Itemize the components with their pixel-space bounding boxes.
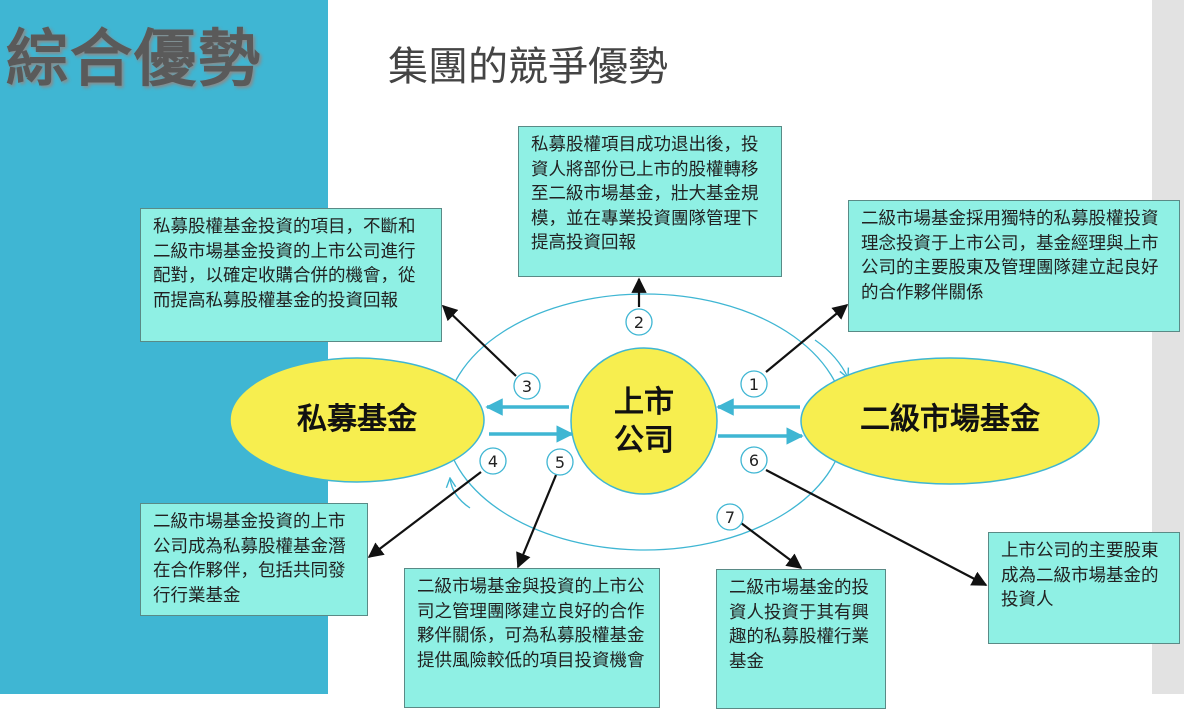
marker-1: 1	[740, 370, 768, 398]
callout-arrow-4	[367, 471, 482, 558]
listed-company-label-line1: 上市	[614, 385, 674, 420]
svg-text:5: 5	[555, 453, 565, 472]
listed-company-label-line2: 公司	[614, 423, 674, 458]
info-box-1: 二級市場基金採用獨特的私募股權投資理念投資于上市公司，基金經理與上市公司的主要股…	[848, 200, 1180, 332]
page-title: 綜合優勢	[6, 22, 263, 95]
info-box-6: 上市公司的主要股東成為二級市場基金的投資人	[988, 532, 1180, 644]
cycle-arrow-left	[450, 478, 471, 509]
marker-4: 4	[479, 447, 507, 475]
marker-5: 5	[546, 448, 574, 476]
marker-6: 6	[740, 446, 768, 474]
svg-text:2: 2	[634, 313, 644, 332]
info-box-7: 二級市場基金的投資人投資于其有興趣的私募股權行業基金	[716, 569, 886, 709]
callout-arrow-6	[765, 469, 988, 586]
cycle-arrow-right	[814, 339, 848, 378]
info-box-5: 二級市場基金與投資的上市公司之管理團隊建立良好的合作夥伴關係，可為私募股權基金提…	[404, 568, 660, 708]
callout-arrow-3	[441, 304, 517, 377]
listed-company-node	[570, 347, 718, 495]
svg-text:6: 6	[749, 451, 759, 470]
secondary-fund-label: 二級市場基金	[860, 402, 1040, 437]
secondary-fund-node	[800, 357, 1100, 485]
private-fund-label: 私募基金	[297, 402, 417, 437]
callout-arrow-5	[516, 474, 558, 569]
marker-2: 2	[625, 308, 653, 336]
marker-7: 7	[716, 503, 744, 531]
info-box-3: 私募股權基金投資的項目，不斷和二級市場基金投資的上市公司進行配對，以確定收購合併…	[140, 208, 442, 342]
marker-3: 3	[513, 372, 541, 400]
listed-company-label: 上市 公司	[584, 384, 704, 460]
private-fund-node	[229, 357, 485, 483]
info-box-4: 二級市場基金投資的上市公司成為私募股權基金潛在合作夥伴，包括共同發行行業基金	[140, 503, 368, 616]
svg-text:3: 3	[522, 377, 532, 396]
callout-arrow-7	[740, 522, 803, 569]
svg-text:4: 4	[488, 452, 498, 471]
page-subtitle: 集團的競爭優勢	[388, 44, 668, 90]
svg-text:7: 7	[725, 508, 735, 527]
svg-text:1: 1	[749, 375, 759, 394]
info-box-2: 私募股權項目成功退出後，投資人將部份已上市的股權轉移至二級市場基金，壯大基金規模…	[518, 126, 782, 277]
callout-arrow-1	[765, 304, 849, 373]
